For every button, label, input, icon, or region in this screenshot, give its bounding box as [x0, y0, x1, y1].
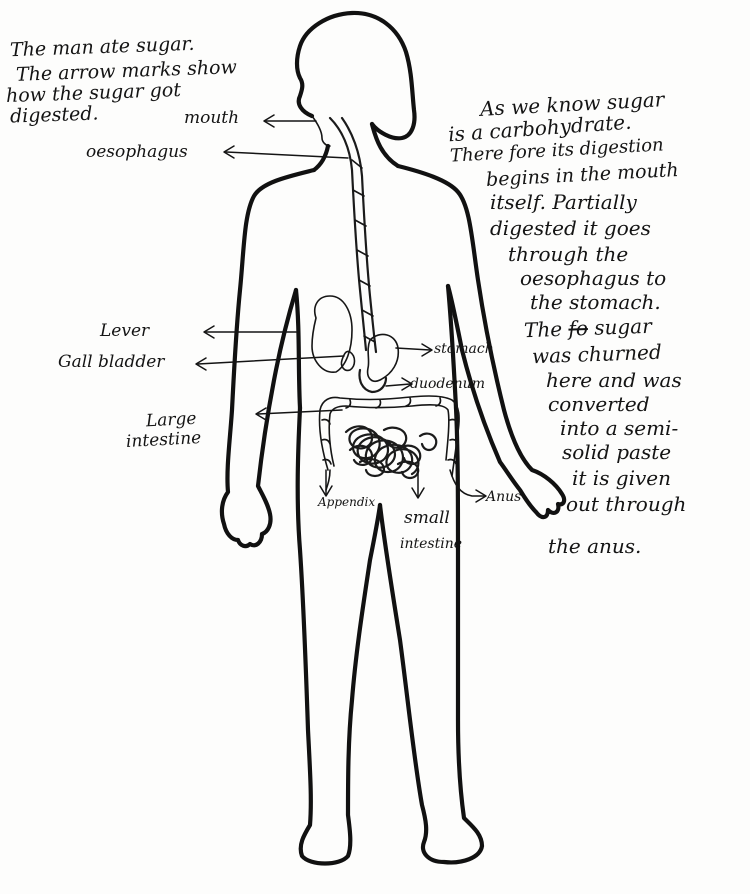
explanation-line: out through: [566, 494, 686, 514]
explanation-line: into a semi-: [560, 418, 678, 438]
explanation-line-10: The fo sugar: [524, 316, 652, 340]
explanation-line-10-suffix: sugar: [594, 314, 652, 340]
explanation-line: it is given: [572, 468, 671, 488]
label-anus: Anus: [486, 490, 521, 504]
explanation-line: itself. Partially: [490, 192, 637, 212]
label-small-intestine-line1: small: [404, 510, 450, 527]
label-appendix: Appendix: [318, 496, 375, 508]
liver-shape: [312, 296, 352, 372]
explanation-line: solid paste: [562, 442, 671, 462]
small-intestine-coils: [346, 426, 418, 474]
digestive-organs: [312, 118, 459, 490]
explanation-line: was churned: [532, 342, 662, 367]
label-duodenum: duodenum: [410, 377, 485, 391]
stomach-arrow-line: [396, 348, 430, 350]
label-mouth: mouth: [184, 110, 239, 127]
label-large-intestine-line1: Large: [146, 411, 197, 431]
label-liver: Lever: [100, 323, 149, 340]
intro-note-line: digested.: [10, 104, 99, 126]
right-leg: [380, 408, 482, 862]
left-leg: [298, 408, 380, 864]
explanation-line: digested it goes: [490, 218, 651, 238]
explanation-line: through the: [508, 244, 628, 264]
label-small-intestine-line2: intestine: [400, 537, 462, 551]
explanation-line: here and was: [546, 370, 682, 390]
explanation-line: converted: [548, 394, 650, 414]
label-large-intestine-line2: intestine: [126, 430, 202, 451]
explanation-line-10-prefix: The: [524, 317, 563, 342]
stomach-shape: [368, 334, 399, 381]
explanation-line: oesophagus to: [520, 268, 666, 288]
oesophagus-arrow-line: [226, 152, 348, 158]
duodenum-arrow-line: [386, 384, 410, 386]
explanation-line-10-struck: fo: [568, 316, 588, 341]
explanation-line: the stomach.: [530, 292, 661, 312]
neck-left: [314, 146, 328, 170]
label-oesophagus: oesophagus: [86, 144, 188, 161]
torso-left: [296, 290, 300, 408]
explanation-line: the anus.: [548, 536, 641, 556]
oesophagus-tube: [330, 118, 366, 350]
oesophagus-tube-shade: [342, 118, 376, 352]
gall-bladder-arrow-line: [198, 356, 344, 364]
neck-right: [372, 124, 398, 166]
label-stomach: stomach: [434, 342, 494, 356]
label-gall-bladder: Gall bladder: [58, 354, 164, 371]
